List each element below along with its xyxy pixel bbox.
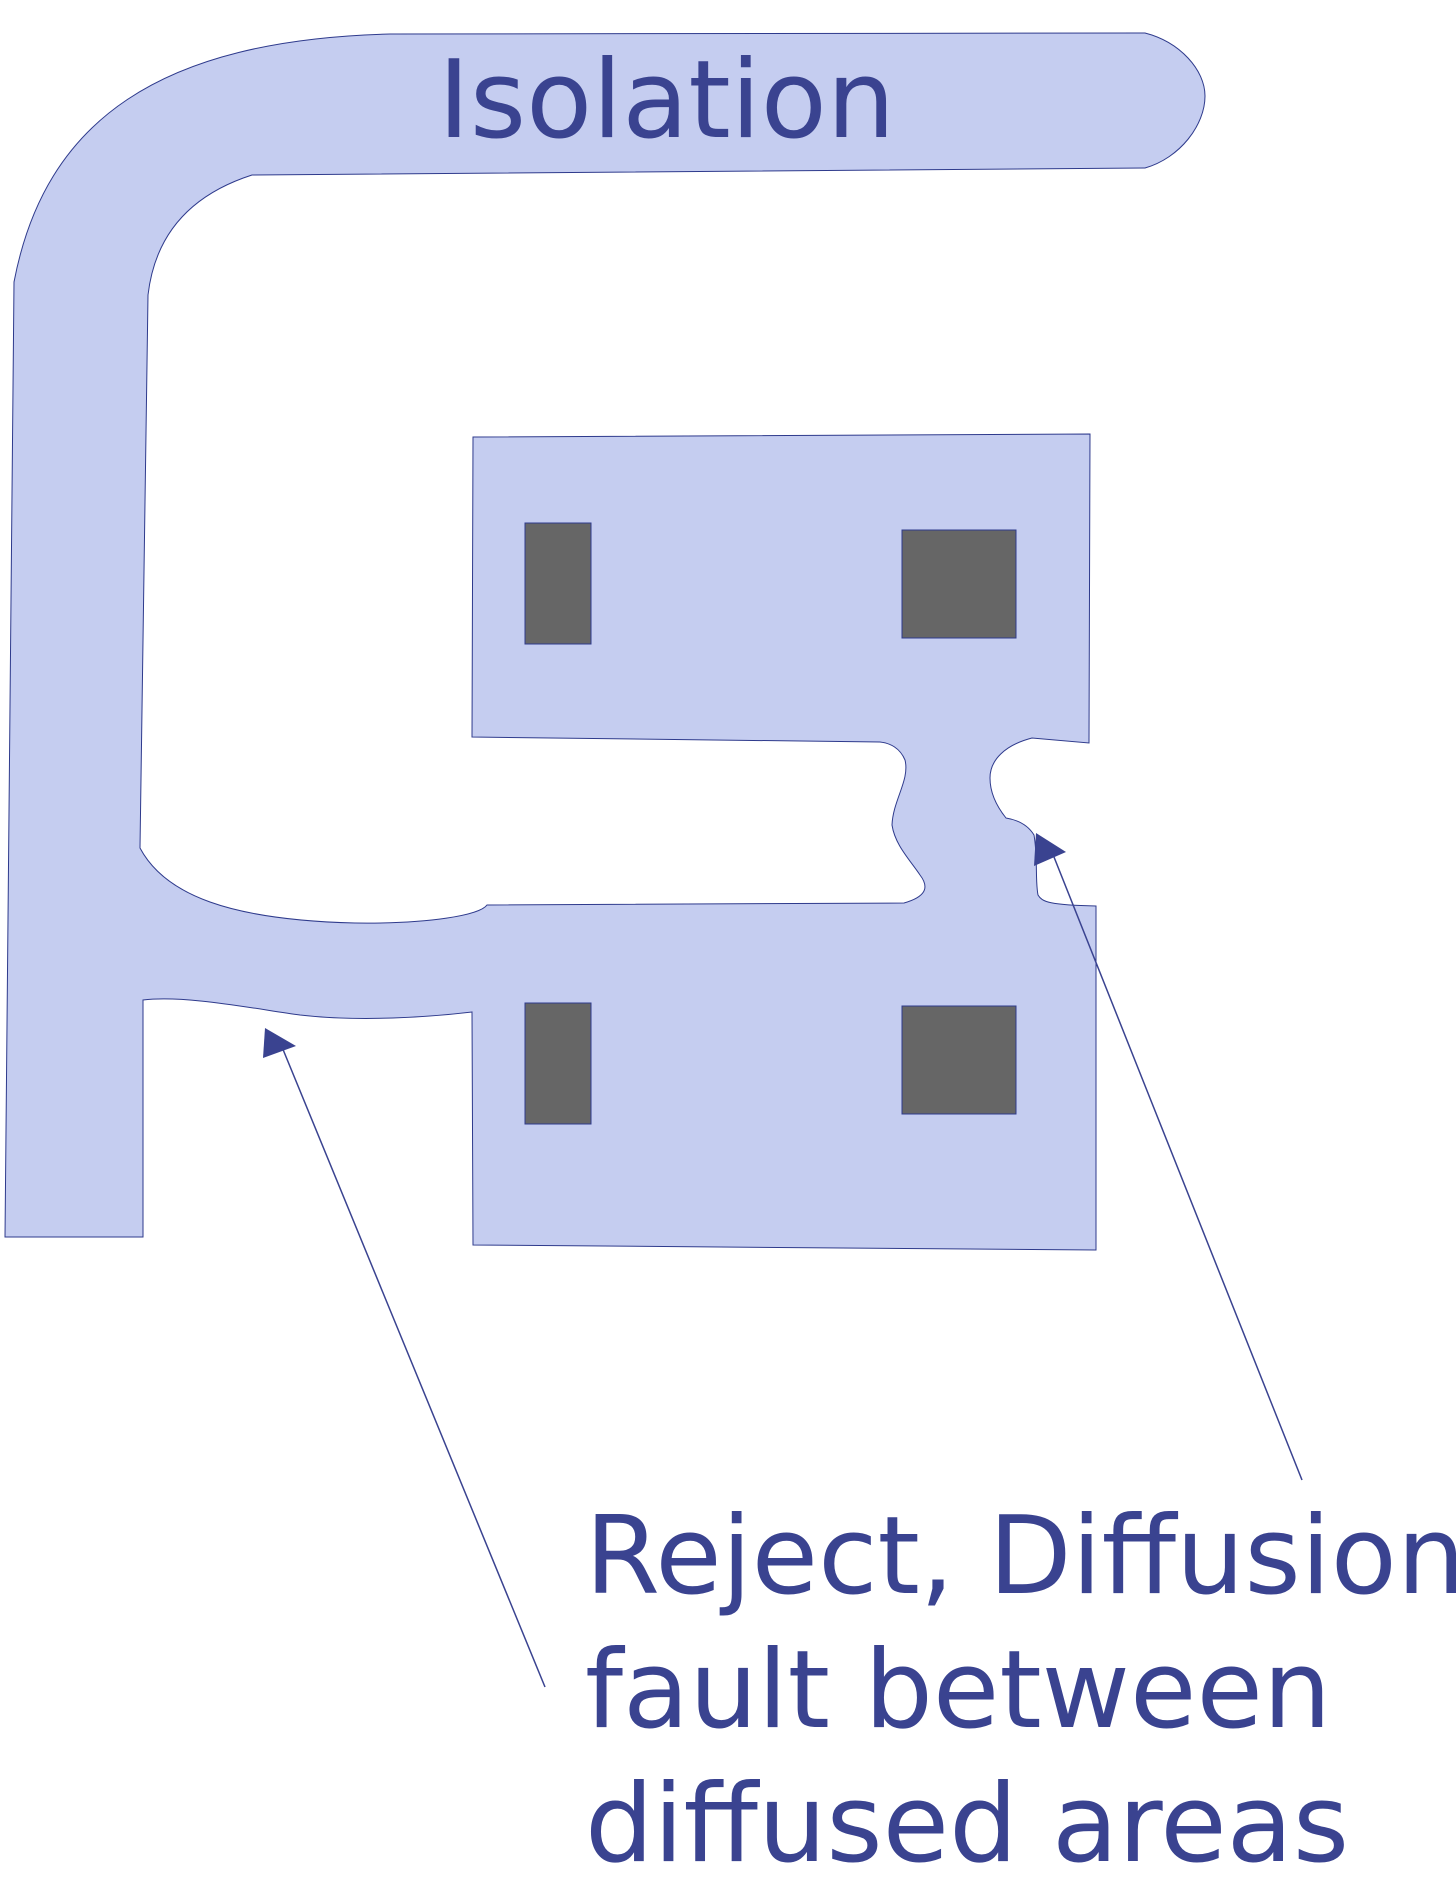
- arrow-right-line: [1051, 851, 1303, 1481]
- caption-line-3: diffused areas: [585, 1762, 1349, 1887]
- caption-line-2: fault between: [585, 1628, 1331, 1753]
- contact-top-left: [524, 522, 592, 645]
- isolation-label: Isolation: [438, 38, 895, 163]
- isolation-region: [4, 32, 1206, 1251]
- contact-top-right: [901, 529, 1017, 639]
- arrow-left-line: [281, 1046, 546, 1688]
- contact-bottom-right: [901, 1005, 1017, 1115]
- caption-line-1: Reject, Diffusion: [585, 1494, 1456, 1619]
- arrow-left-head: [263, 1028, 296, 1058]
- contact-bottom-left: [524, 1002, 592, 1125]
- arrow-right-head: [1034, 833, 1066, 866]
